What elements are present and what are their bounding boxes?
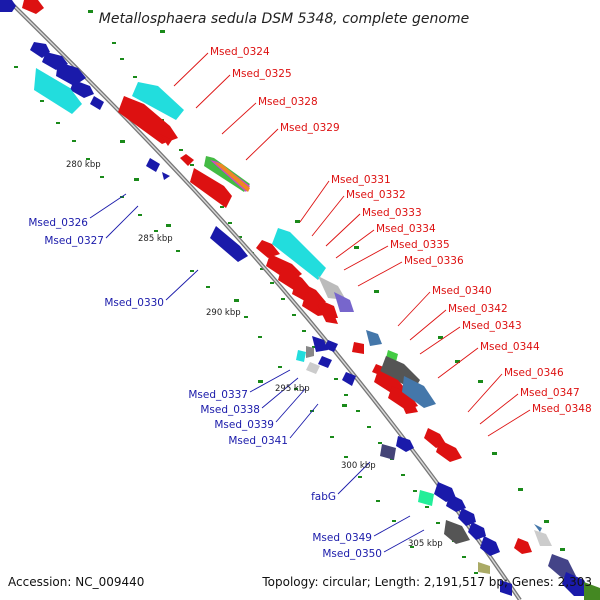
gene-label: Msed_0344 (480, 341, 540, 353)
gene-label: Msed_0339 (214, 419, 274, 431)
tick-label: 280 kbp (66, 160, 101, 170)
gene-label: Msed_0335 (390, 239, 450, 251)
accession-label: Accession: NC_009440 (8, 575, 144, 589)
gene-label: fabG (311, 491, 336, 503)
gene-label: Msed_0332 (346, 189, 406, 201)
label-leaders (89, 52, 531, 553)
tick-label: 295 kbp (275, 384, 310, 394)
gene-label: Msed_0330 (104, 297, 164, 309)
gene-label: Msed_0342 (448, 303, 508, 315)
gene-label: Msed_0327 (44, 235, 104, 247)
gene-label: Msed_0338 (200, 404, 260, 416)
gene-label: Msed_0349 (312, 532, 372, 544)
gene-label: Msed_0340 (432, 285, 492, 297)
tick-label: 300 kbp (341, 461, 376, 471)
map-title: Metallosphaera sedula DSM 5348, complete… (99, 11, 469, 27)
gene-label: Msed_0325 (232, 68, 292, 80)
gene-label: Msed_0347 (520, 387, 580, 399)
gene-label: Msed_0350 (322, 548, 382, 560)
gene-label: Msed_0343 (462, 320, 522, 332)
gene-label: Msed_0334 (376, 223, 436, 235)
gene-label: Msed_0324 (210, 46, 270, 58)
gene-label: Msed_0333 (362, 207, 422, 219)
forward-strand-genes (22, 0, 552, 554)
gene-label: Msed_0326 (28, 217, 88, 229)
gene-label: Msed_0337 (188, 389, 248, 401)
tick-label: 285 kbp (138, 234, 173, 244)
gene-label: Msed_0346 (504, 367, 564, 379)
reverse-gene-labels: Msed_0326 Msed_0327 Msed_0330 Msed_0337 … (28, 217, 382, 560)
gene-label: Msed_0329 (280, 122, 340, 134)
gene-label: Msed_0328 (258, 96, 318, 108)
gene-label: Msed_0331 (331, 174, 391, 186)
tick-label: 290 kbp (206, 308, 241, 318)
genome-summary: Topology: circular; Length: 2,191,517 bp… (261, 575, 592, 589)
forward-gene-labels: Msed_0324 Msed_0325 Msed_0328 Msed_0329 … (210, 46, 592, 415)
gene-label: Msed_0336 (404, 255, 464, 267)
scale-ticks: 280 kbp 285 kbp 290 kbp 295 kbp 300 kbp … (66, 160, 443, 549)
gene-label: Msed_0341 (228, 435, 288, 447)
tick-label: 305 kbp (408, 539, 443, 549)
gene-label: Msed_0348 (532, 403, 592, 415)
